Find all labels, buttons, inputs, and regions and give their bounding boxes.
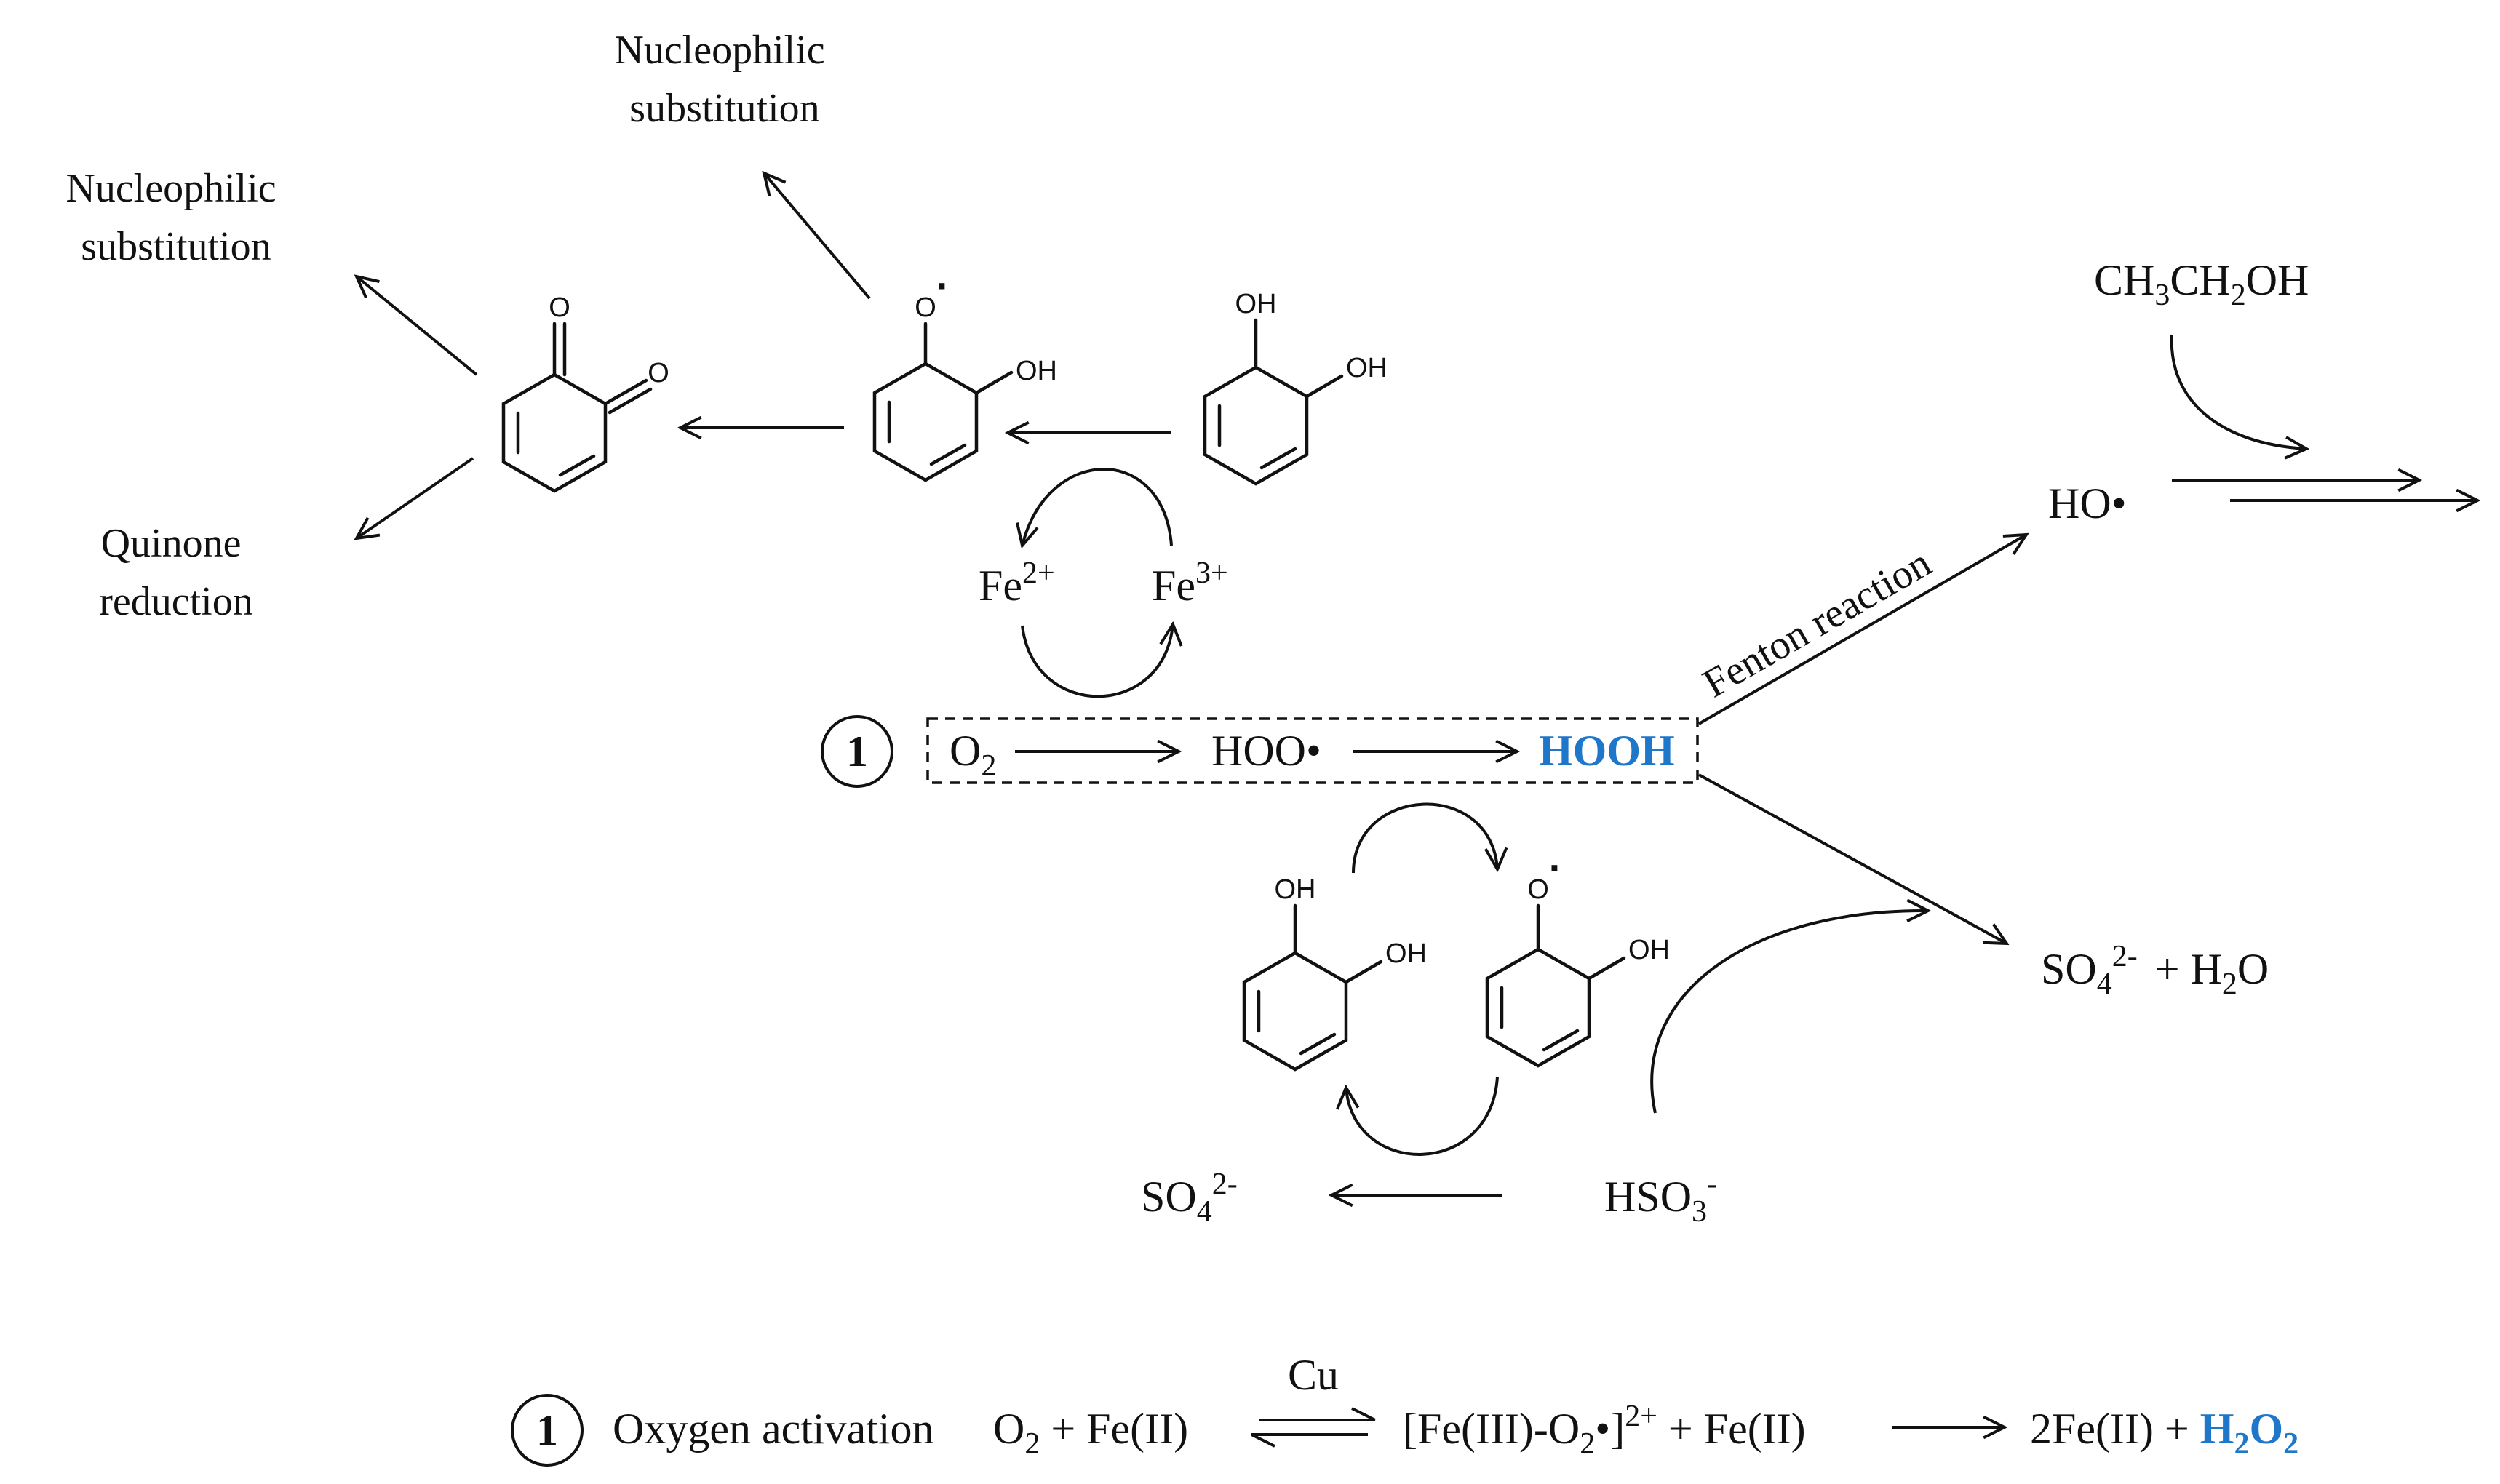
nucleophilic-substitution-label-top: Nucleophilic substitution	[614, 28, 835, 131]
benzoquinone-structure: O O	[501, 292, 669, 493]
equilibrium-arrows	[1251, 1407, 1376, 1448]
equation-step-number: 1	[536, 1406, 558, 1454]
equation-lhs: O2 + Fe(II)	[993, 1405, 1188, 1461]
o2-label: O2	[950, 727, 996, 783]
arrow-to-quinone-reduction	[357, 457, 474, 538]
fe3-label: Fe3+	[1152, 556, 1228, 610]
fenton-reaction-label: Fenton reaction	[1696, 540, 1939, 707]
hoo-radical-label: HOO•	[1211, 727, 1321, 775]
semiquinone-oh: OH	[1016, 356, 1057, 386]
equation-step-marker	[511, 1394, 584, 1467]
semiquinone-bottom-oh: OH	[1628, 935, 1670, 965]
semiquinone-bottom-oxygen: O	[1527, 874, 1549, 905]
quinone-oxygen-1: O	[549, 292, 570, 323]
step-1-marker	[821, 715, 893, 788]
arrow-fe2-to-fe3-lower	[1021, 624, 1173, 698]
oxygen-reduction-box	[926, 717, 1699, 784]
catechol-structure-top: OH OH	[1203, 289, 1388, 486]
cu-catalyst-label: Cu	[1288, 1351, 1339, 1399]
fe2-label: Fe2+	[979, 556, 1055, 610]
quinone-reduction-label: Quinone reduction	[99, 521, 252, 624]
hooh-label: HOOH	[1539, 727, 1675, 775]
equation-intermediate: [Fe(III)-O2•]2+ + Fe(II)	[1403, 1400, 1806, 1461]
arrow-fe3-to-fe2-upper	[1022, 468, 1173, 546]
catechol-bottom-oh-1: OH	[1275, 874, 1316, 905]
catechol-oh-1: OH	[1235, 289, 1277, 319]
quinone-oxygen-2: O	[648, 358, 669, 388]
catechol-oh-2: OH	[1346, 353, 1388, 383]
sulfate-water-label: SO42-+ H2O	[2041, 940, 2269, 1001]
semiquinone-structure-top: O · OH	[872, 263, 1057, 482]
nucleophilic-substitution-label-left: Nucleophilic substitution	[65, 166, 286, 269]
arrow-to-nucleophilic-left	[357, 276, 478, 376]
equation-products: 2Fe(II) + H2O2	[2030, 1405, 2298, 1461]
hydroxyl-radical-label: HO•	[2048, 479, 2127, 527]
arrow-fenton	[1697, 535, 2026, 725]
radical-dot-bottom: ·	[1549, 845, 1563, 890]
arrow-to-nucleophilic-top	[764, 173, 871, 300]
arrow-hooh-to-sulfate	[1698, 773, 2007, 944]
semiquinone-oxygen: O	[915, 292, 936, 323]
arrow-semiquinone-to-catechol-lower	[1346, 1076, 1499, 1156]
step-1-number: 1	[846, 727, 868, 775]
arrow-ethanol-in	[2170, 334, 2306, 449]
bisulfite-label: HSO3-	[1604, 1168, 1717, 1229]
ethanol-label: CH3CH2OH	[2094, 256, 2309, 312]
oxygen-activation-label: Oxygen activation	[613, 1405, 934, 1453]
arrow-catechol-to-semiquinone-lower	[1352, 802, 1497, 874]
radical-dot: ·	[936, 263, 950, 308]
catechol-bottom-oh-2: OH	[1385, 938, 1427, 969]
sulfate-label: SO42-	[1141, 1168, 1238, 1229]
semiquinone-structure-bottom: O · OH	[1485, 845, 1670, 1068]
arrow-bisulfite-to-hooh	[1650, 911, 1928, 1114]
catechol-structure-bottom: OH OH	[1242, 874, 1427, 1072]
